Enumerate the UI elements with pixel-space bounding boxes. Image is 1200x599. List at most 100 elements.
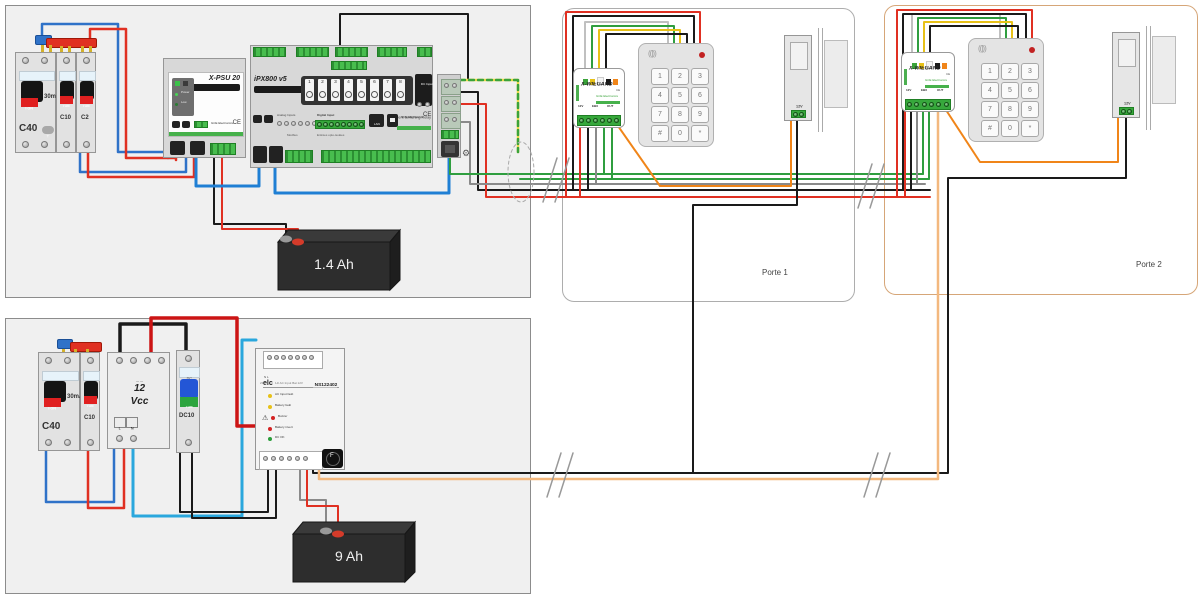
breaker-on-tag: I ON (25, 107, 34, 111)
keypad-key: 5 (671, 87, 689, 104)
ipx-analog-label: Analog Inputs (277, 114, 296, 117)
battery-shape (291, 520, 417, 584)
ipx-dc-input-label: DC Input (420, 83, 433, 86)
breaker-toggle (60, 81, 74, 100)
keypad-key: 8 (1001, 101, 1019, 118)
xpsu-ce: CE (232, 120, 241, 126)
breaker-on-tag: I ON (87, 405, 94, 409)
keypad-key: # (651, 125, 669, 142)
ipx-modbus-label: Modbus (287, 134, 298, 137)
ipx-rj45-2 (269, 146, 283, 163)
busbar-pin (89, 46, 92, 53)
xpsu-led-power: Power (181, 91, 190, 94)
strike-voltage: 12V (1123, 102, 1131, 106)
ipx-dc-input: DC Input (415, 74, 433, 107)
psu12-l: L (118, 427, 122, 431)
relay-4: 4 (347, 79, 350, 85)
busbar-pin (68, 46, 71, 53)
keypad-key: 8 (671, 106, 689, 123)
elc-input-note: 230V 50/60Hz AC Input Bat 12V (260, 382, 303, 385)
relay-1: 1 (308, 79, 311, 85)
elc-led-dcok: DC OK (275, 436, 285, 439)
interface-connector (437, 74, 461, 158)
breaker-rating: C40 (19, 123, 38, 134)
ipx-title: iPX800 v5 (254, 76, 287, 83)
cable-ellipse (507, 141, 535, 203)
keypad-key: 4 (651, 87, 669, 104)
wiegand-t-out: OUT (937, 89, 944, 92)
psu12-n: N (130, 427, 134, 431)
xpsu-module: X-PSU 20 25 Watt Power Supply Power Low … (163, 58, 246, 158)
keypad-key: 5 (1001, 82, 1019, 99)
rfid-icon: ((|)) (648, 49, 657, 58)
wire-breaker-red (86, 151, 196, 179)
wire-strike2-black (692, 113, 1127, 474)
keypad-led (1029, 47, 1035, 53)
xpsu-rj45-1 (170, 141, 185, 155)
porte2-label: Porte 2 (1136, 260, 1162, 269)
keypad-key: 2 (671, 68, 689, 85)
wire-supply-orange (317, 102, 940, 481)
wire-kp2-red (896, 9, 1033, 198)
porte1-zone (562, 8, 855, 302)
keypad-key: # (981, 120, 999, 137)
keypad-key: 1 (981, 63, 999, 80)
breaker-c40: ID1 I ON 30mA C40 T (15, 52, 60, 153)
keypad-led (699, 52, 705, 58)
wire-bat1-black (213, 157, 287, 239)
porte1-label: Porte 1 (762, 268, 788, 277)
breaker-toggle (80, 81, 94, 100)
keypad-key: 9 (1021, 101, 1039, 118)
wire-earth-yellow (458, 78, 520, 154)
wire-bundle-red (459, 103, 931, 198)
wire-bundle-black (459, 91, 931, 191)
strike-voltage: 12V (795, 105, 803, 109)
strike-latch (1118, 39, 1136, 67)
wire-bat2-red (306, 469, 339, 533)
breaker-c10-supply: Q1 I ON C10 (80, 352, 100, 451)
elc-fuse-label: F (330, 453, 334, 459)
wire-dc10-black1 (179, 452, 269, 513)
wire-bat2-gray (299, 469, 327, 531)
rfid-icon: ((|)) (978, 44, 987, 53)
breaker-c2: Q1 I ON C2 (76, 52, 96, 153)
xpsu-rj45-2 (190, 141, 205, 155)
ipx-brand: GCE Electronics (401, 116, 424, 119)
wiegand-title: X-WIEGAND (581, 82, 613, 88)
wire-color-legend (912, 56, 949, 74)
breaker-sensitivity: 30mA (67, 394, 84, 400)
keypad-key: 6 (691, 87, 709, 104)
interface-rj45 (441, 141, 459, 157)
ipx-opto-label: Entrées opto-isolées (317, 134, 345, 137)
busbar-pin (41, 45, 44, 53)
busbar-pin (60, 46, 63, 53)
xpsu-title: X-PSU 20 (208, 75, 240, 82)
breaker-toggle (84, 381, 98, 400)
wire-sp-red (86, 438, 126, 510)
wiegand-led-strip (576, 85, 579, 101)
wire-dc10-black2 (191, 452, 277, 519)
wire-kp2-yellow (923, 21, 1013, 53)
breaker-toggle (44, 381, 66, 402)
dc10-id: DC (187, 377, 192, 381)
wire-ebx-bus-1 (194, 156, 261, 188)
porte2-zone (884, 5, 1198, 295)
breaker-c40-supply: ID1 I ON 30mA C40 (38, 352, 84, 451)
warning-icon: ⚠ (262, 415, 269, 422)
relay-7: 7 (386, 79, 389, 85)
elc-model: NS122402 (312, 382, 337, 388)
door-frame-line (1150, 26, 1151, 130)
ipx800-module: Sorties collecteur ouvert iPX800 v5 Ethe… (250, 45, 433, 168)
wire-breaker-blue (78, 151, 188, 174)
wire-sp-cyan (131, 338, 258, 518)
wire-kp1-gray (584, 21, 669, 69)
wire-kp2-green (917, 17, 1007, 53)
wiegand-module-2: X-WIEGAND CE GCE Electronics 12V EBX OUT… (901, 52, 955, 112)
battery-1-label: 1.4 Ah (314, 256, 354, 272)
elc-led-invert: Battery invert (275, 426, 293, 429)
elc-input-terminals: N L (264, 376, 269, 379)
psu12-value: 12 (133, 383, 146, 394)
door-frame-line (1146, 26, 1147, 130)
battery-2: 9 Ah (283, 516, 417, 586)
wire-mains-red (88, 27, 178, 162)
